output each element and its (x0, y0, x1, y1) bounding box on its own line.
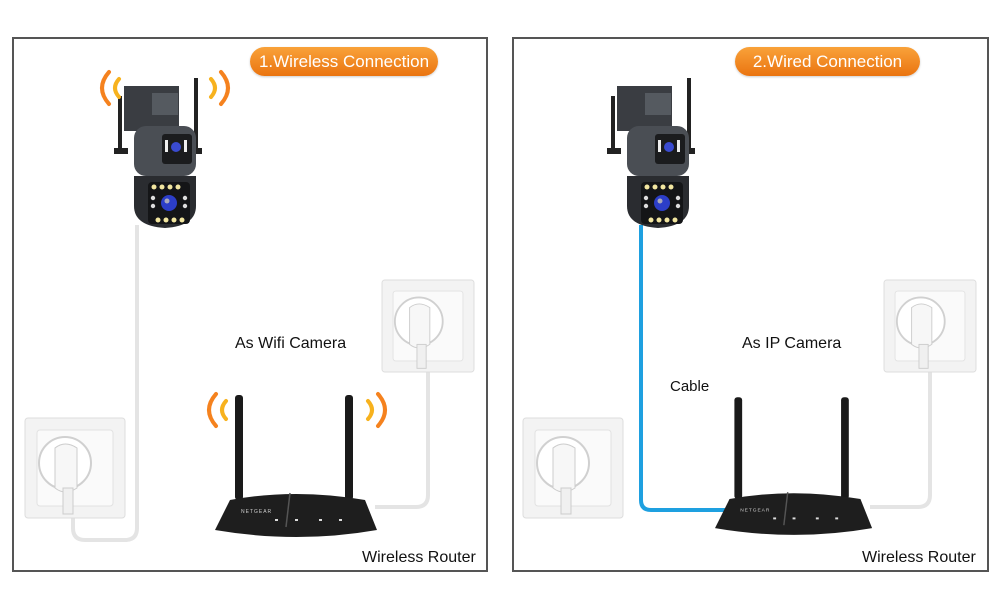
ip-camera-caption: As IP Camera (742, 335, 842, 352)
router-label-2: Wireless Router (862, 549, 976, 566)
wired-connection-badge: 2.Wired Connection (735, 47, 920, 76)
wall-outlet-right-2 (883, 279, 977, 373)
wireless-connection-badge: 1.Wireless Connection (250, 47, 438, 76)
router-power-cable (375, 370, 430, 509)
router-signal-left-icon (207, 392, 228, 428)
router-signal-right-icon (366, 392, 387, 428)
wifi-camera-caption: As Wifi Camera (235, 335, 347, 352)
ptz-camera-2 (607, 78, 695, 228)
camera-signal-left-icon (100, 70, 121, 106)
router-label: Wireless Router (362, 549, 476, 566)
ethernet-cable (639, 225, 725, 512)
cable-label: Cable (670, 378, 710, 395)
wall-outlet-left (23, 416, 127, 520)
router-power-cable-2 (870, 370, 932, 509)
ptz-camera (114, 78, 202, 228)
camera-signal-right-icon (209, 70, 230, 106)
wall-outlet-right (381, 279, 475, 373)
camera-power-cable (71, 225, 139, 542)
wall-outlet-left-2 (521, 416, 625, 520)
wireless-router-2 (714, 396, 873, 536)
wireless-router (214, 394, 378, 538)
